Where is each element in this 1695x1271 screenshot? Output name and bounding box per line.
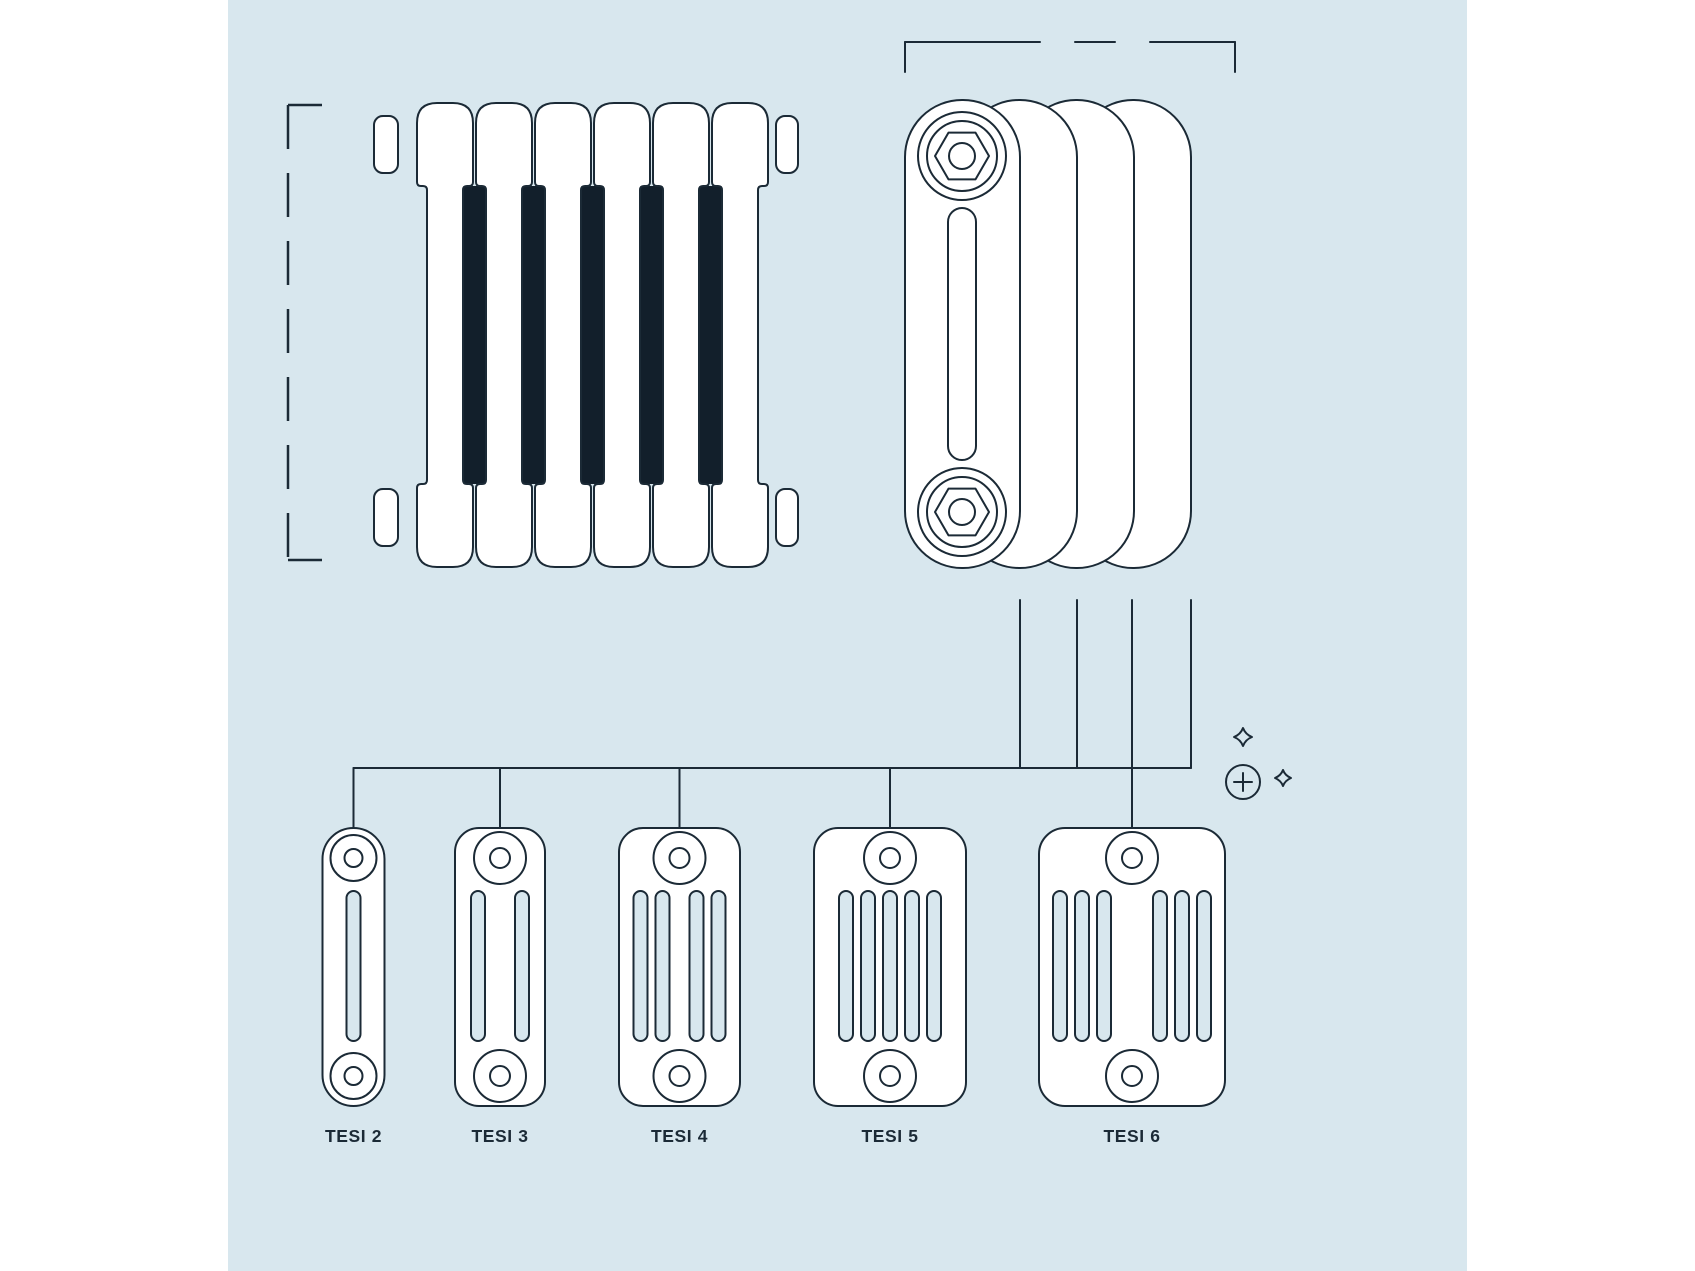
sparkle-icon (1233, 727, 1292, 787)
front-view-end-plugs (373, 115, 799, 547)
variant-label-tesi-2: TESI 2 (324, 1126, 383, 1146)
radiator-front-view (373, 102, 799, 568)
variant-icon-tesi-6 (1038, 827, 1226, 1107)
variant-icon-tesi-2 (321, 827, 386, 1107)
side-dimension-bracket (904, 41, 1236, 73)
connector-lines (352, 599, 1192, 829)
radiator-side-view (904, 99, 1192, 569)
variant-icon-tesi-3 (454, 827, 546, 1107)
variant-icon-tesi-5 (813, 827, 967, 1107)
plus-icon (1225, 764, 1261, 800)
side-view-slot (947, 207, 977, 461)
front-dimension-bracket (286, 103, 322, 562)
side-view-depth-layers (904, 99, 1192, 569)
top-hex-nut (917, 111, 1007, 201)
variant-label-tesi-3: TESI 3 (471, 1126, 529, 1146)
variant-label-tesi-6: TESI 6 (1103, 1126, 1161, 1146)
variant-label-tesi-5: TESI 5 (861, 1126, 919, 1146)
variant-icon-tesi-4 (618, 827, 741, 1107)
variant-label-tesi-4: TESI 4 (650, 1126, 709, 1146)
bottom-hex-nut (917, 467, 1007, 557)
